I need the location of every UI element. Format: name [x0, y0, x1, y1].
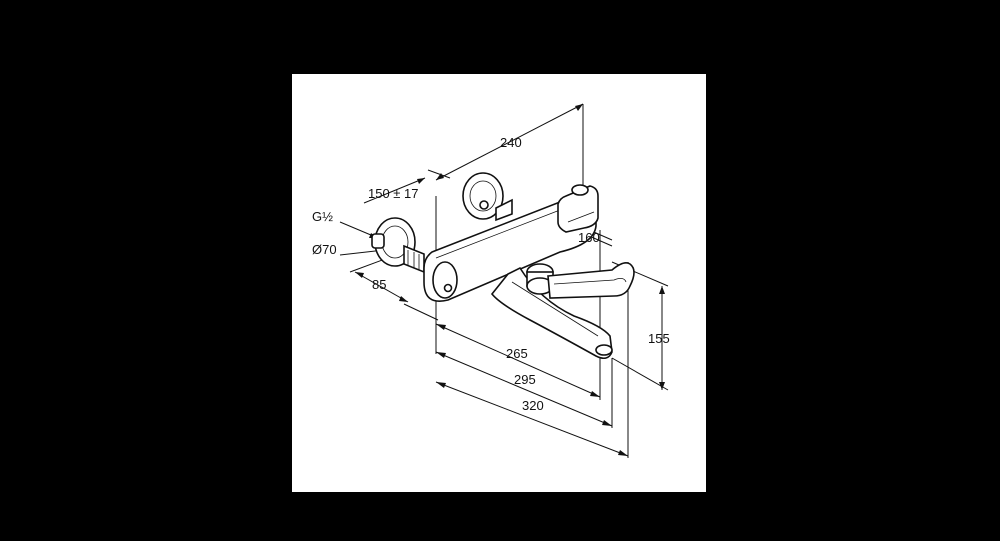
dimension-lines — [339, 103, 665, 457]
drawing-sheet — [292, 74, 706, 492]
dim-label-295: 295 — [514, 372, 536, 387]
dimension-labels: 240 150 ± 17 G½ Ø70 85 160 155 265 295 3… — [312, 135, 670, 413]
dim-label-diameter: Ø70 — [312, 242, 337, 257]
dim-label-155: 155 — [648, 331, 670, 346]
dim-label-240: 240 — [500, 135, 522, 150]
dim-label-160: 160 — [578, 230, 600, 245]
dim-label-150-17: 150 ± 17 — [368, 186, 419, 201]
dim-label-thread: G½ — [312, 209, 333, 224]
dim-label-85: 85 — [372, 277, 386, 292]
dim-label-320: 320 — [522, 398, 544, 413]
faucet-illustration — [371, 172, 635, 360]
dim-label-265: 265 — [506, 346, 528, 361]
